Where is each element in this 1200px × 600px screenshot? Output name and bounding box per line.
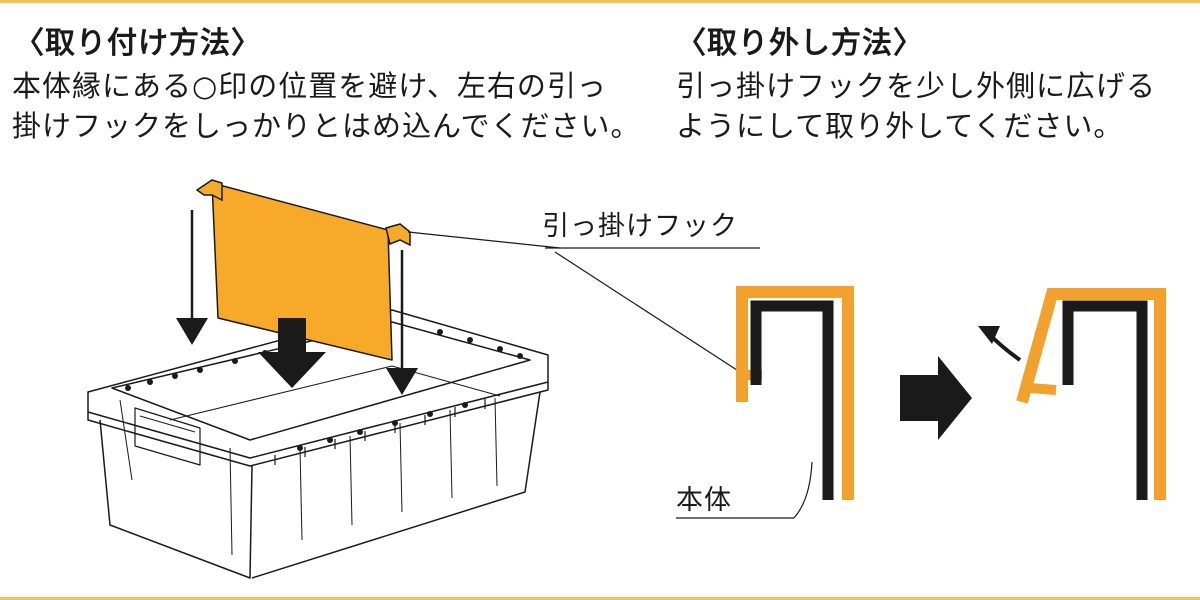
down-arrow-right	[386, 250, 418, 395]
attach-heading: 〈取り付け方法〉	[14, 26, 262, 61]
remove-line-1: 引っ掛けフックを少し外側に広げる	[676, 69, 1157, 103]
down-arrow-center	[258, 318, 326, 388]
down-arrow-left	[176, 210, 208, 345]
right-arrow	[900, 356, 972, 440]
container-box	[87, 309, 549, 579]
body-label: 本体	[676, 485, 732, 516]
bottom-border	[0, 597, 1200, 600]
hook-profile-removed	[1016, 288, 1166, 500]
attach-instructions: 本体縁にある○印の位置を避け、左右の引っ 掛けフックをしっかりとはめ込んでくださ…	[12, 66, 641, 146]
remove-line-2: ようにして取り外してください。	[676, 109, 1124, 143]
top-border	[0, 0, 1200, 3]
hook-profile-attached	[736, 286, 854, 500]
rim-markers	[125, 329, 523, 451]
attach-line-1: 本体縁にある○印の位置を避け、左右の引っ	[12, 69, 607, 103]
hook-leader	[407, 231, 760, 373]
remove-instructions: 引っ掛けフックを少し外側に広げる ようにして取り外してください。	[676, 66, 1156, 146]
hook-label: 引っ掛けフック	[542, 211, 738, 242]
divider-panel	[195, 179, 411, 361]
attach-line-2: 掛けフックをしっかりとはめ込んでください。	[12, 109, 641, 143]
body-leader	[676, 461, 813, 519]
remove-heading: 〈取り外し方法〉	[676, 26, 924, 61]
spread-arrow	[978, 326, 1022, 362]
